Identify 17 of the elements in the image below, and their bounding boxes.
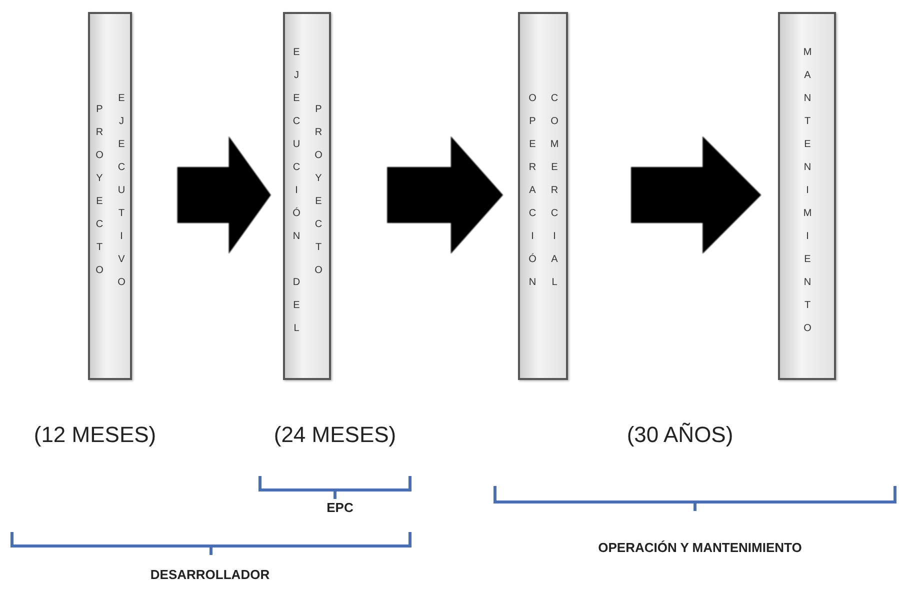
phase-text: MANTENIMIENTO xyxy=(801,46,814,346)
group-label: OPERACIÓN Y MANTENIMIENTO xyxy=(598,540,802,555)
group-label: EPC xyxy=(326,500,354,515)
phase-box xyxy=(518,12,568,380)
phase-text: EJECUCIÓN DEL PROYECTO xyxy=(290,46,325,348)
phase-text: PROYECTO EJECUTIVO xyxy=(93,92,128,302)
duration-label: (24 MESES) xyxy=(274,422,396,448)
block-arrow xyxy=(631,136,762,254)
phase-box xyxy=(778,12,836,380)
group-label: DESARROLLADOR xyxy=(150,567,270,582)
block-arrow xyxy=(387,136,504,254)
duration-label: (12 MESES) xyxy=(34,422,156,448)
phase-text: OPERACIÓN COMERCIAL xyxy=(526,92,561,302)
block-arrow xyxy=(177,136,271,254)
duration-label: (30 AÑOS) xyxy=(626,422,734,448)
phase-box xyxy=(88,12,132,380)
phase-box xyxy=(283,12,331,380)
